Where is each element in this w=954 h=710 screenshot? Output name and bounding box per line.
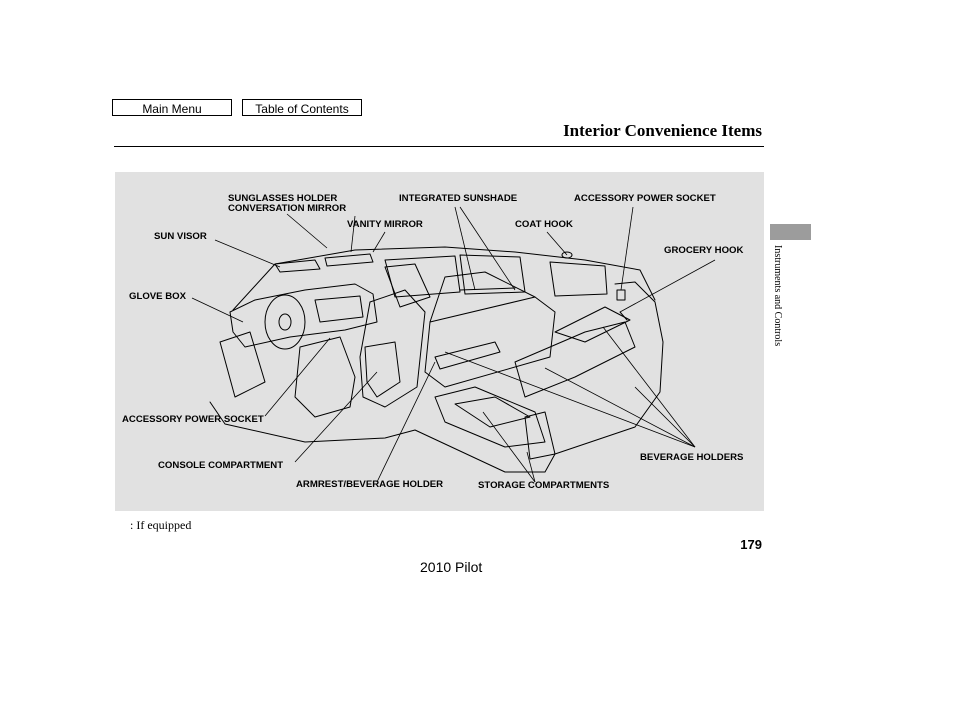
overhead-console (324, 253, 374, 267)
leader-beverage-2 (544, 367, 696, 448)
footnote: : If equipped (130, 518, 192, 532)
leader-glove-box (191, 297, 244, 323)
leader-beverage-4 (634, 386, 696, 448)
label-grocery-hook: GROCERY HOOK (664, 245, 744, 256)
label-armrest-beverage-holder: ARMREST/BEVERAGE HOLDER (296, 479, 444, 490)
title-divider (114, 146, 764, 147)
label-storage-compartments: STORAGE COMPARTMENTS (478, 480, 610, 491)
leader-armrest (376, 361, 436, 483)
leader-conversation (350, 215, 356, 253)
third-row-seat (514, 321, 636, 398)
table-of-contents-button[interactable]: Table of Contents (242, 99, 362, 116)
leader-beverage-1 (444, 351, 696, 448)
leader-integrated-sunshade-2 (459, 206, 516, 291)
center-console (364, 341, 401, 398)
front-seat-back (384, 263, 431, 308)
dashboard-outline (229, 283, 378, 348)
model-name: 2010 Pilot (420, 559, 483, 575)
leader-storage-1 (482, 411, 536, 483)
section-label: Instruments and Controls (772, 245, 783, 347)
leader-beverage-3 (602, 326, 696, 448)
page-number: 179 (740, 537, 762, 552)
leader-integrated-sunshade (454, 206, 476, 291)
second-row-seat (424, 296, 556, 388)
gauge-cluster (314, 295, 364, 323)
label-integrated-sunshade: INTEGRATED SUNSHADE (399, 193, 518, 204)
interior-diagram: SUNGLASSES HOLDER CONVERSATION MIRROR IN… (115, 172, 764, 511)
section-tab (770, 224, 811, 240)
leader-grocery (619, 259, 716, 313)
door-panel (219, 331, 266, 398)
rear-window-right (549, 261, 608, 297)
leader-vanity (372, 231, 386, 253)
passenger-seat (359, 289, 426, 408)
floor-outline (209, 281, 664, 473)
label-coat-hook: COAT HOOK (515, 219, 573, 230)
leader-coat-hook (546, 231, 568, 256)
armrest (434, 341, 501, 370)
label-beverage-holders: BEVERAGE HOLDERS (640, 452, 744, 463)
vehicle-interior-illustration (191, 206, 716, 483)
folded-seat (554, 306, 631, 343)
rear-power-socket (616, 289, 626, 301)
leader-sunglasses (286, 213, 328, 249)
page-title: Interior Convenience Items (563, 121, 762, 140)
label-sun-visor: SUN VISOR (154, 231, 207, 242)
second-row-back (429, 271, 536, 323)
roof-outline (232, 246, 656, 311)
leader-sun-visor (214, 239, 281, 268)
label-glove-box: GLOVE BOX (129, 291, 187, 302)
steering-wheel (264, 294, 306, 350)
label-accessory-power-socket-rear: ACCESSORY POWER SOCKET (574, 193, 716, 204)
label-conversation-mirror: CONVERSATION MIRROR (228, 203, 347, 214)
integrated-sunshade (459, 287, 516, 291)
label-vanity-mirror: VANITY MIRROR (347, 219, 423, 230)
driver-seat (294, 336, 356, 418)
storage-bin-inner (454, 396, 531, 428)
label-sunglasses-holder: SUNGLASSES HOLDER (228, 193, 338, 204)
grocery-hook (619, 311, 628, 321)
steering-hub (278, 313, 292, 331)
cargo-panel (524, 411, 556, 460)
leader-power-socket-rear (620, 206, 634, 291)
label-console-compartment: CONSOLE COMPARTMENT (158, 460, 284, 471)
sun-visor-shape (274, 259, 321, 273)
leader-power-socket-front (264, 337, 331, 417)
storage-bin (434, 386, 546, 448)
label-accessory-power-socket-front: ACCESSORY POWER SOCKET (122, 414, 264, 425)
leader-storage-2 (526, 451, 536, 483)
coat-hook (561, 251, 573, 259)
leader-console (294, 371, 378, 463)
main-menu-button[interactable]: Main Menu (112, 99, 232, 116)
